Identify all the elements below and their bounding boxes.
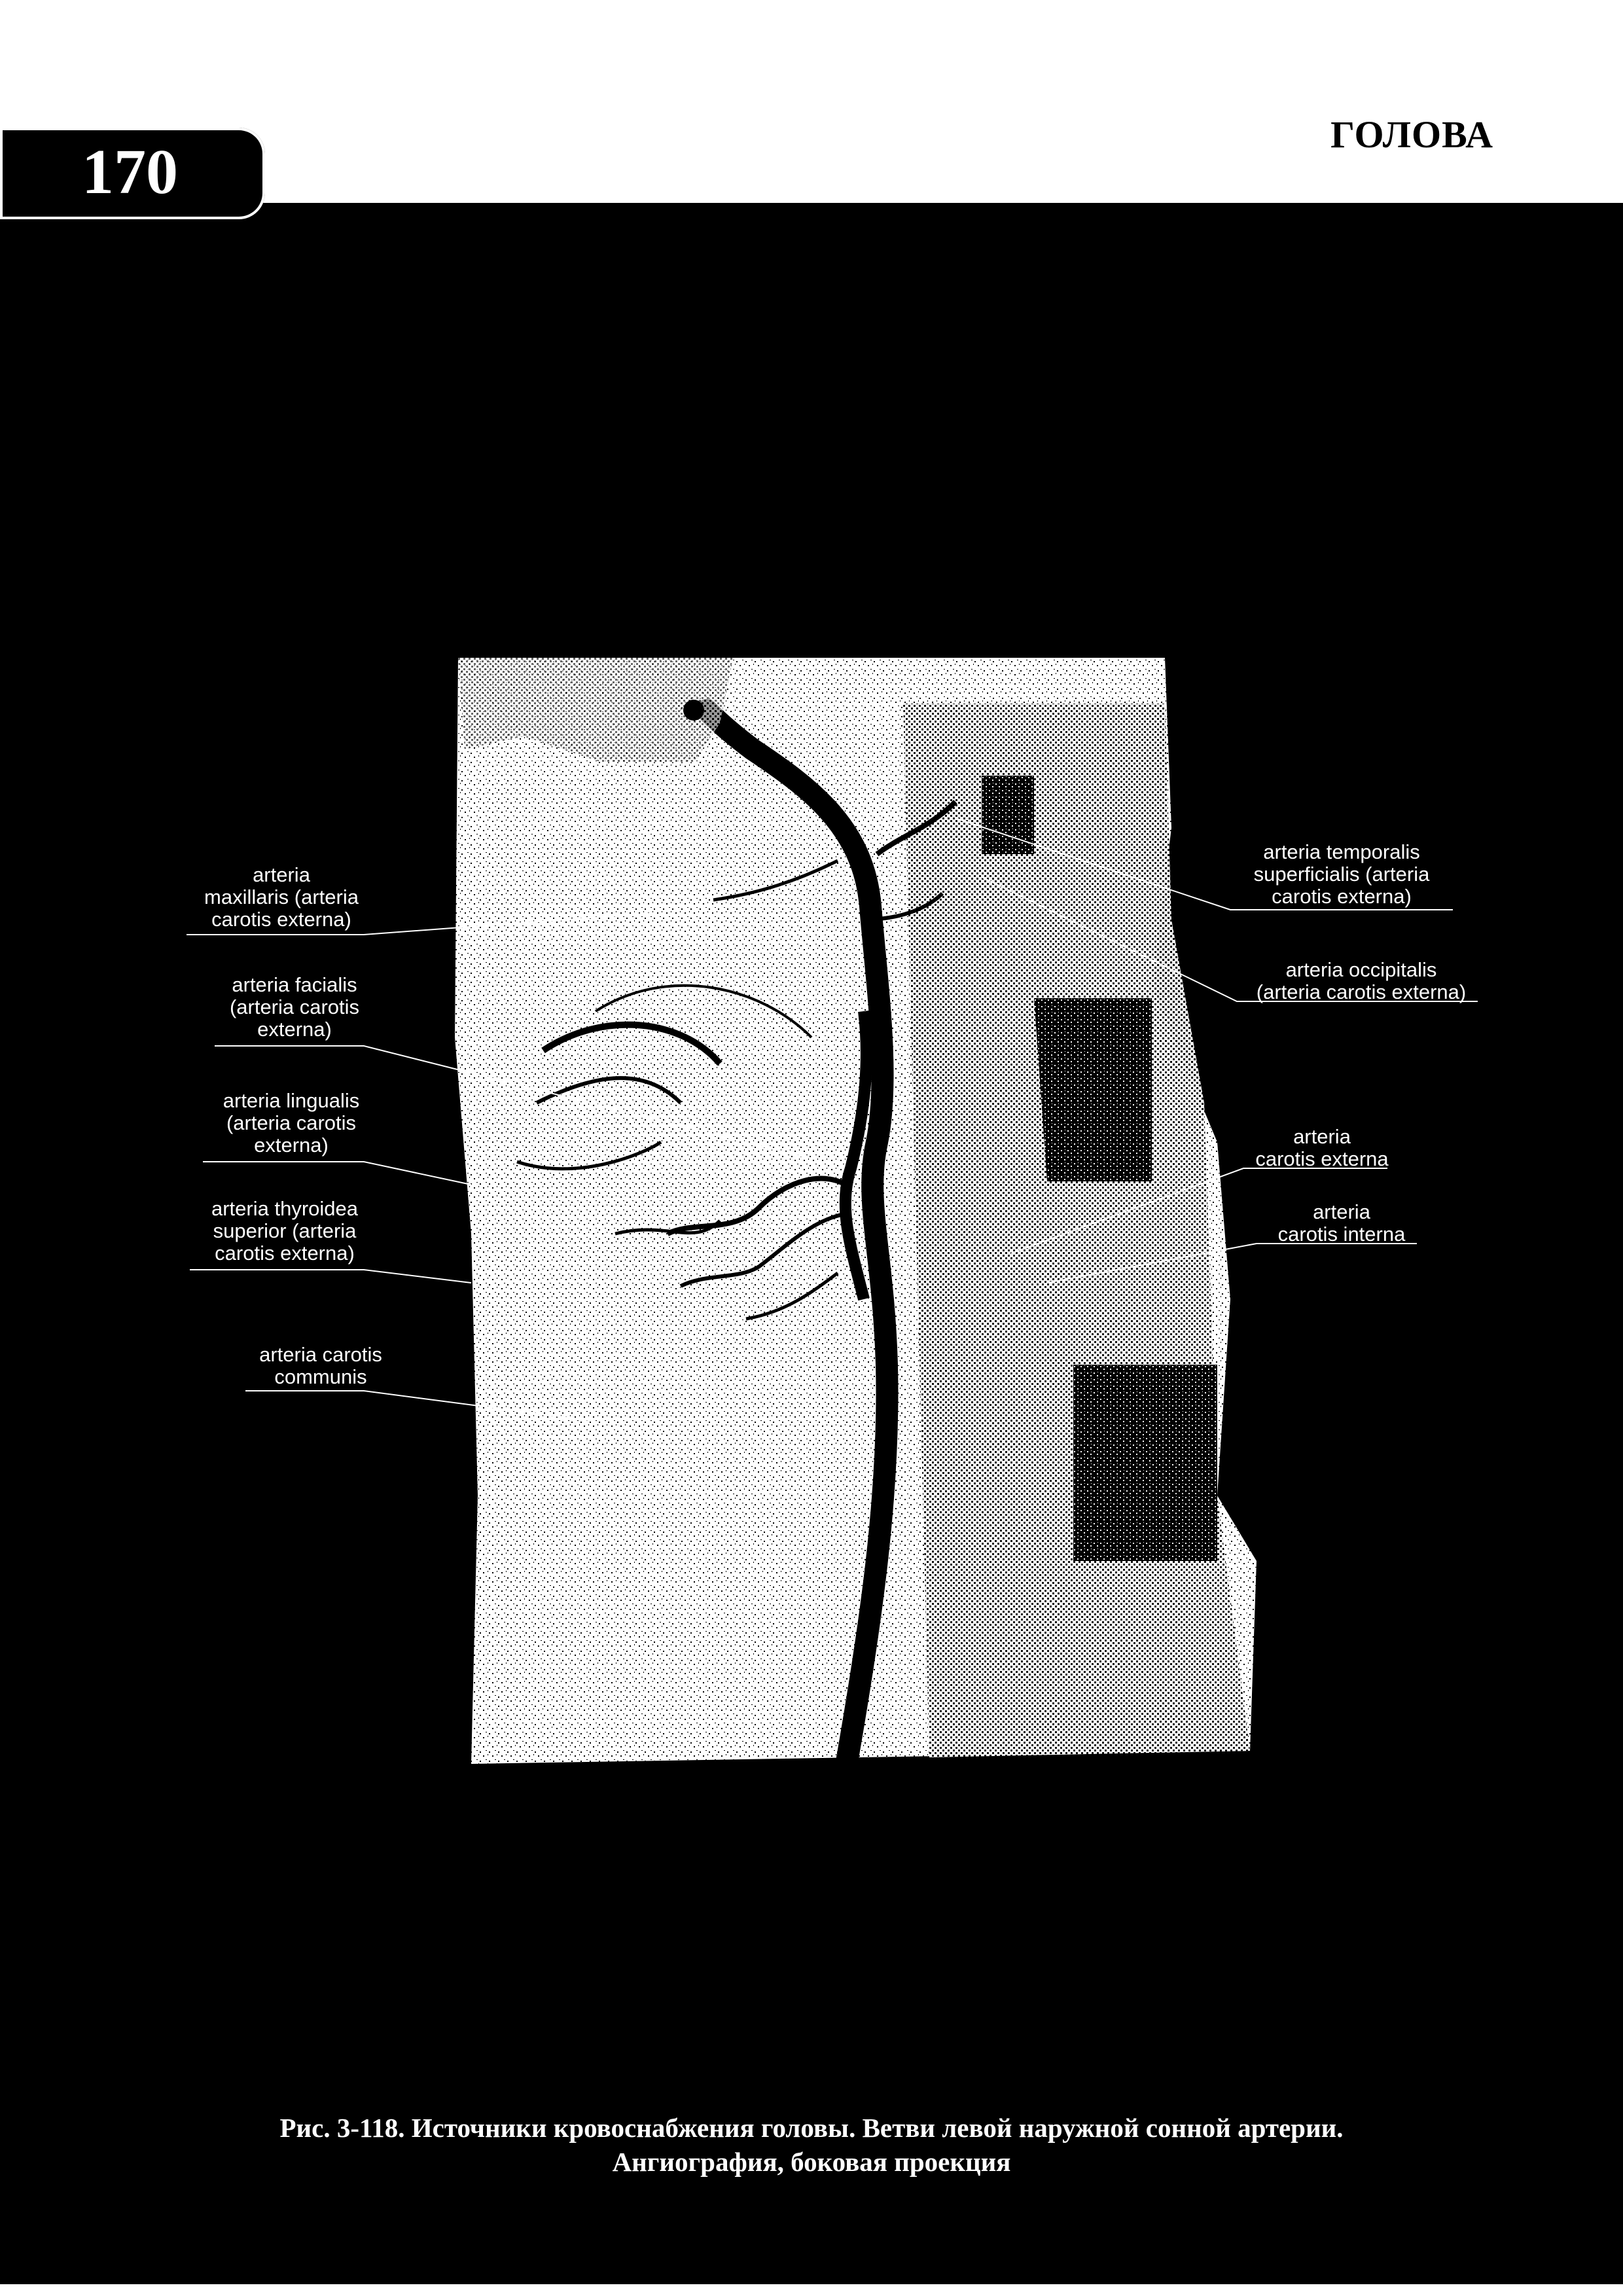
label-arteria-carotis-interna: arteria carotis interna [1277, 1200, 1406, 1246]
label-arteria-maxillaris: arteria maxillaris (arteria carotis exte… [204, 863, 359, 931]
figure-caption-line-2: Ангиография, боковая проекция [612, 2147, 1011, 2177]
label-arteria-temporalis: arteria temporalis superficialis (arteri… [1253, 840, 1430, 908]
label-arteria-facialis: arteria facialis (arteria carotis extern… [229, 973, 360, 1041]
label-arteria-lingualis: arteria lingualis (arteria carotis exter… [223, 1089, 360, 1157]
label-arteria-carotis-externa: arteria carotis externa [1255, 1125, 1389, 1170]
label-arteria-carotis-communis: arteria carotis communis [259, 1343, 382, 1388]
page-number: 170 [82, 137, 178, 207]
label-arteria-occipitalis: arteria occipitalis (arteria carotis ext… [1256, 958, 1467, 1003]
page-number-tab [0, 128, 265, 219]
label-arteria-thyroidea: arteria thyroidea superior (arteria caro… [211, 1197, 358, 1265]
page-bottom-margin [0, 2284, 1623, 2296]
section-title: ГОЛОВА [1330, 113, 1493, 156]
figure-caption: Рис. 3-118. Источники кровоснабжения гол… [131, 2111, 1492, 2179]
angiography-image [455, 658, 1257, 1784]
figure-caption-line-1: Рис. 3-118. Источники кровоснабжения гол… [279, 2113, 1344, 2143]
